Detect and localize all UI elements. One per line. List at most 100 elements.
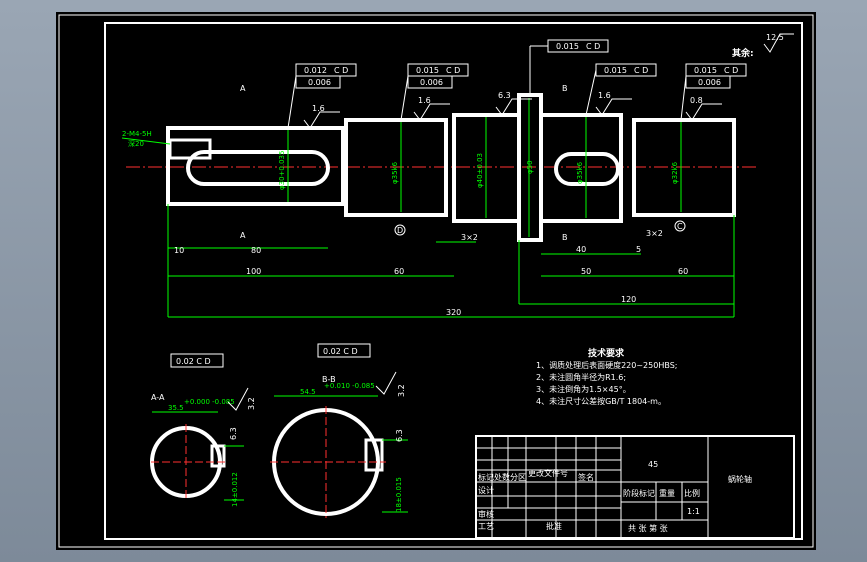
callout-4: 0.015 C D — [585, 63, 657, 116]
section-b-view: B-B 0.02 C D 54.5 +0.010 -0.085 18±0.015… — [270, 343, 408, 518]
rough-3: 6.3 — [498, 91, 511, 100]
material: 45 — [648, 460, 658, 469]
dim-chamfer2: 3×2 — [646, 229, 663, 238]
svg-text:54.5: 54.5 — [300, 388, 316, 396]
dim-320: 320 — [446, 308, 461, 317]
tb-stage: 阶段标记 — [623, 488, 655, 498]
thread-hole — [168, 138, 212, 160]
keyway-left — [186, 150, 330, 186]
roughness-marks — [303, 98, 722, 129]
tb-h4: 更改文件号 — [528, 468, 568, 478]
tb-design: 设计 — [478, 485, 494, 495]
tb-review: 审核 — [478, 509, 494, 519]
tb-h2: 处数 — [494, 472, 510, 482]
svg-text:3、未注倒角为1.5×45°。: 3、未注倒角为1.5×45°。 — [536, 384, 631, 394]
svg-text:0.012: 0.012 — [304, 66, 327, 75]
dia-1: φ30+0.035 — [278, 151, 286, 190]
svg-text:18±0.015: 18±0.015 — [395, 477, 403, 512]
svg-text:0.02 C D: 0.02 C D — [176, 357, 211, 366]
dim-60a: 60 — [394, 267, 404, 276]
dim-50: 50 — [581, 267, 591, 276]
dim-100: 100 — [246, 267, 261, 276]
datum-c: C — [677, 222, 683, 231]
tb-approve: 批准 — [546, 521, 562, 531]
inner-frame — [104, 22, 803, 540]
svg-text:+0.000 -0.085: +0.000 -0.085 — [184, 398, 235, 406]
svg-text:C D: C D — [634, 66, 648, 75]
keyway-right — [554, 152, 620, 186]
datum-d: D — [397, 226, 403, 235]
other-roughness-label: 其余: — [732, 47, 754, 59]
svg-text:C D: C D — [724, 66, 738, 75]
other-roughness-value: 12.5 — [766, 33, 784, 42]
dia-4: φ50 — [526, 160, 534, 174]
svg-text:+0.010 -0.085: +0.010 -0.085 — [324, 382, 375, 390]
svg-text:技术要求: 技术要求 — [588, 347, 625, 359]
dia-3: φ40±0.03 — [476, 153, 484, 188]
tb-h5: 签名 — [578, 472, 594, 482]
svg-text:C D: C D — [334, 66, 348, 75]
thread-depth: 深20 — [128, 139, 144, 148]
callout-2: 0.015 C D 0.006 — [400, 63, 469, 121]
thread-label: 2-M4-5H — [122, 130, 152, 138]
part-name: 蜗轮轴 — [728, 474, 752, 484]
dia-2: φ35k6 — [391, 161, 399, 184]
dim-120: 120 — [621, 295, 636, 304]
svg-text:0.015: 0.015 — [416, 66, 439, 75]
tb-sheets: 共 张 第 张 — [628, 523, 668, 533]
svg-text:6.3: 6.3 — [229, 427, 238, 440]
dia-6: φ32k6 — [671, 161, 679, 184]
section-a-top: A — [240, 84, 246, 93]
dim-chamfer1: 3×2 — [461, 233, 478, 242]
tb-h1: 标记 — [478, 472, 494, 482]
tb-h3: 分区 — [510, 473, 526, 482]
axial-dims — [167, 204, 735, 318]
tb-ratio: 比例 — [684, 488, 700, 498]
tb-weight: 重量 — [659, 488, 675, 498]
svg-text:35.5: 35.5 — [168, 404, 184, 412]
svg-text:C D: C D — [446, 66, 460, 75]
svg-text:0.015: 0.015 — [556, 42, 579, 51]
section-b-bottom: B — [562, 233, 568, 242]
tb-scale: 1:1 — [687, 507, 700, 516]
dim-10: 10 — [174, 246, 184, 255]
svg-text:0.006: 0.006 — [698, 78, 721, 87]
cad-viewport[interactable]: φ30+0.035 φ35k6 φ40±0.03 φ50 φ35k6 φ32k6… — [56, 12, 816, 550]
svg-text:4、未注尺寸公差按GB/T 1804-m。: 4、未注尺寸公差按GB/T 1804-m。 — [536, 396, 666, 406]
callout-3: 0.015 C D — [529, 39, 609, 95]
shaft-drawing: φ30+0.035 φ35k6 φ40±0.03 φ50 φ35k6 φ32k6… — [58, 14, 814, 548]
svg-text:0.006: 0.006 — [420, 78, 443, 87]
dim-80: 80 — [251, 246, 261, 255]
svg-text:3.2: 3.2 — [247, 397, 256, 410]
svg-text:14±0.012: 14±0.012 — [231, 472, 239, 507]
callout-5: 0.015 C D 0.006 — [680, 63, 747, 121]
tech-requirements: 技术要求 1、调质处理后表面硬度220~250HBS; 2、未注圆角半径为R1.… — [536, 347, 677, 406]
title-block — [475, 435, 795, 539]
svg-text:0.015: 0.015 — [604, 66, 627, 75]
svg-text:A-A: A-A — [151, 393, 165, 402]
svg-text:0.02 C D: 0.02 C D — [323, 347, 358, 356]
section-a-bottom: A — [240, 231, 246, 240]
rough-1: 1.6 — [312, 104, 325, 113]
svg-text:0.006: 0.006 — [308, 78, 331, 87]
section-b-top: B — [562, 84, 568, 93]
dim-5: 5 — [636, 245, 641, 254]
svg-text:3.2: 3.2 — [397, 384, 406, 397]
shaft-body — [166, 93, 736, 242]
svg-text:2、未注圆角半径为R1.6;: 2、未注圆角半径为R1.6; — [536, 372, 626, 382]
callout-1: 0.012 C D 0.006 — [287, 63, 357, 129]
dim-40: 40 — [576, 245, 586, 254]
diameter-lines — [287, 98, 682, 237]
dim-60b: 60 — [678, 267, 688, 276]
dia-5: φ35k6 — [576, 161, 584, 184]
svg-text:C D: C D — [586, 42, 600, 51]
rough-4: 1.6 — [598, 91, 611, 100]
rough-5: 0.8 — [690, 96, 703, 105]
svg-text:0.015: 0.015 — [694, 66, 717, 75]
svg-text:1、调质处理后表面硬度220~250HBS;: 1、调质处理后表面硬度220~250HBS; — [536, 360, 677, 370]
outer-frame — [58, 14, 814, 548]
svg-text:B-B: B-B — [322, 375, 336, 384]
rough-2: 1.6 — [418, 96, 431, 105]
tb-process: 工艺 — [478, 522, 494, 531]
svg-text:6.3: 6.3 — [395, 429, 404, 442]
